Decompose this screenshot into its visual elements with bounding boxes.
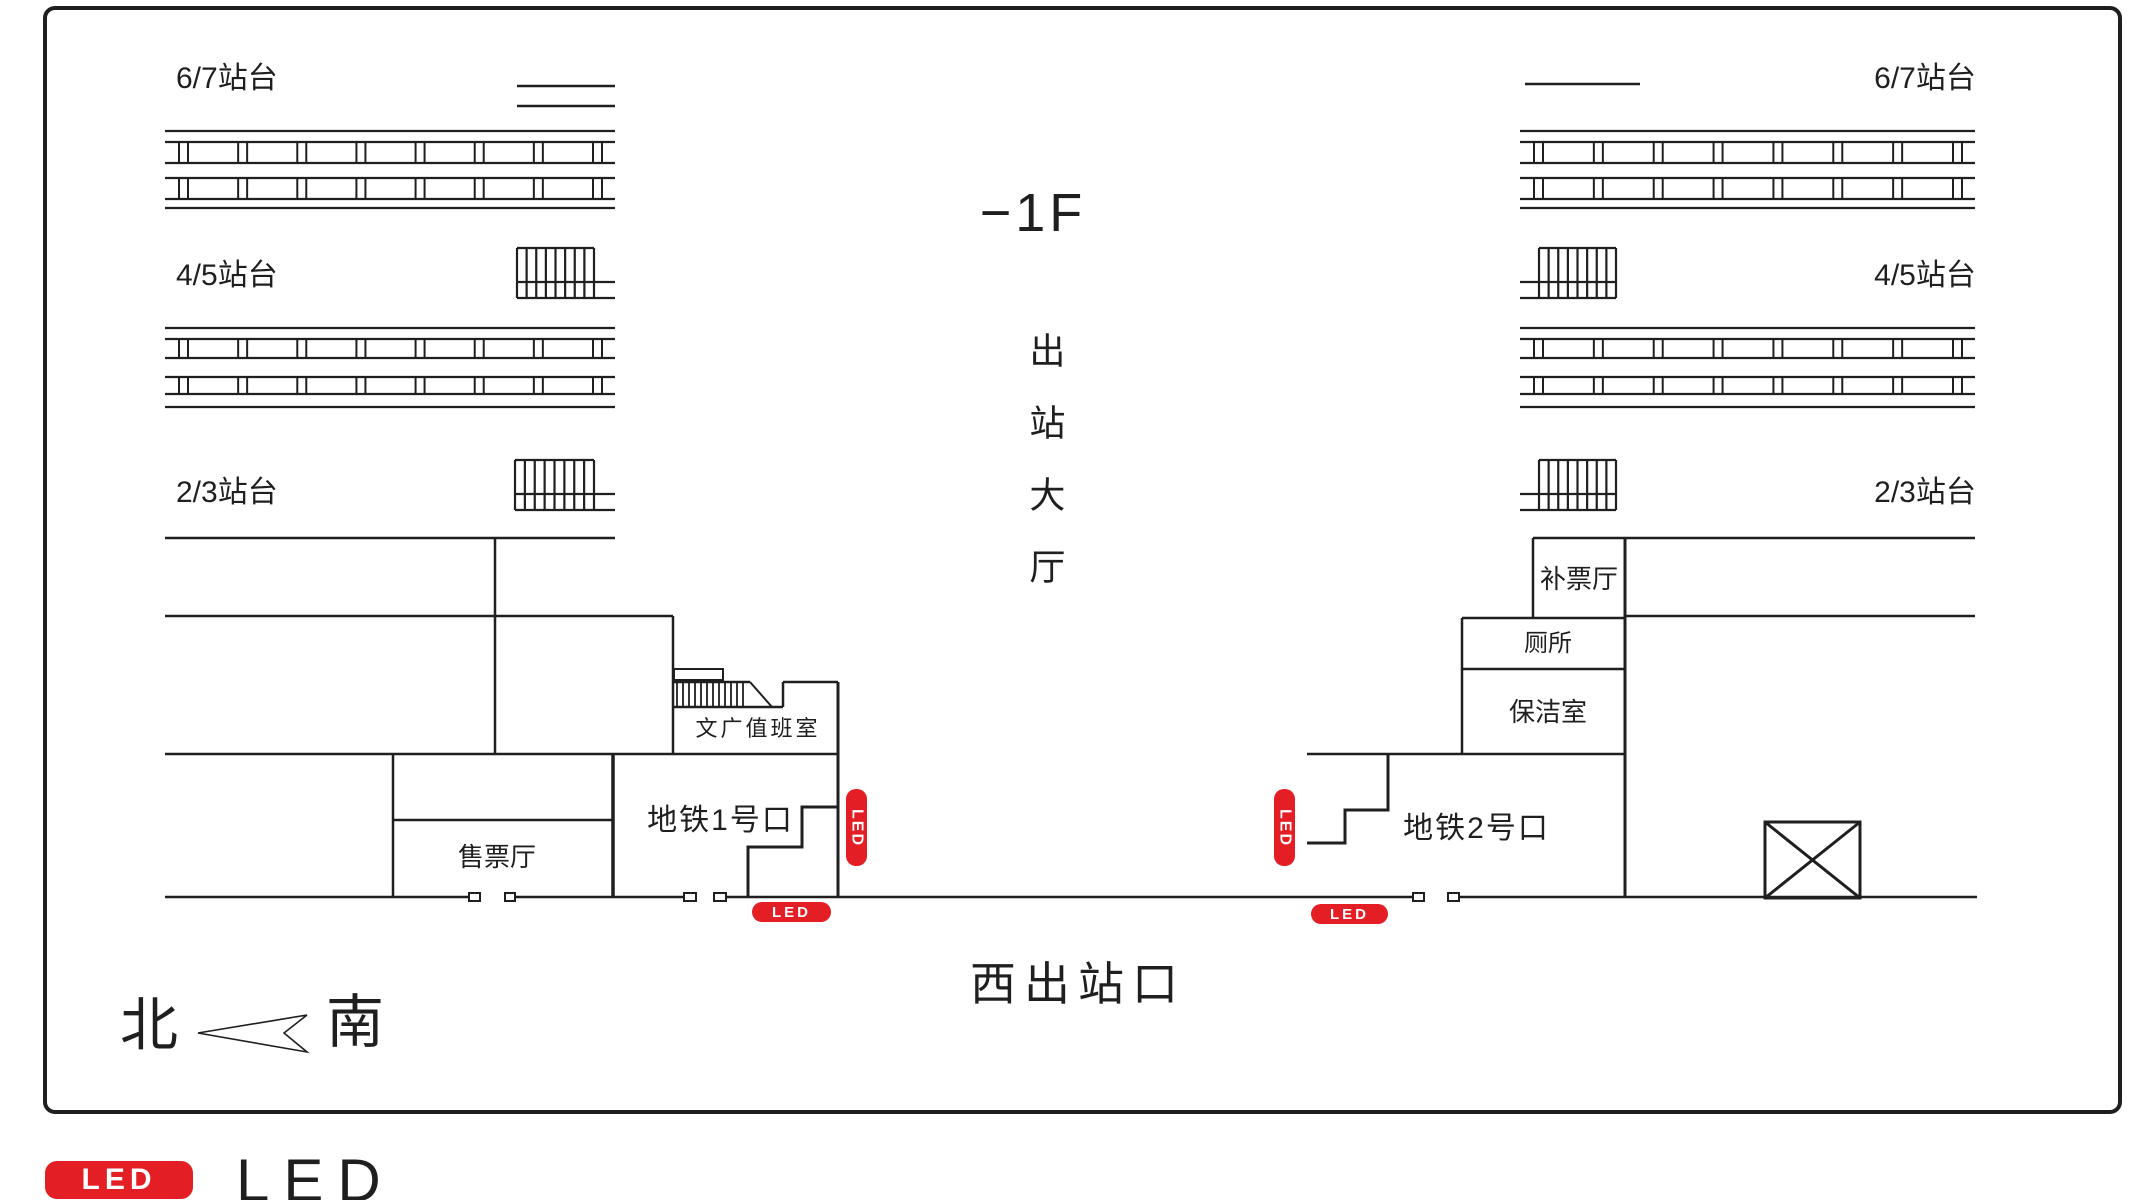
- led-badge-exit2-vertical: LED: [1274, 789, 1295, 866]
- compass-arrow-icon: [197, 1014, 310, 1054]
- platform-label-left-67: 6/7站台: [176, 62, 278, 95]
- ticket-hall-label: 售票厅: [457, 842, 536, 872]
- railway-track-icons: [165, 129, 1975, 409]
- led-badge-text: LED: [1330, 905, 1369, 923]
- led-badge-text: LED: [772, 903, 811, 921]
- compass-south-label: 南: [326, 990, 385, 1055]
- exit1-steps: [746, 805, 838, 897]
- west-exit-label: 西出站口: [970, 958, 1186, 1010]
- exit-hall-label: 出站大厅: [1024, 332, 1066, 620]
- platform-label-left-45: 4/5站台: [176, 259, 278, 292]
- compass-north-label: 北: [120, 993, 179, 1058]
- legend-led-badge: LED: [45, 1161, 193, 1199]
- floor-level-label: −1F: [979, 183, 1087, 243]
- legend-led-badge-text: LED: [81, 1163, 157, 1196]
- led-badge-exit1-horizontal: LED: [752, 902, 831, 922]
- toilet-label: 厕所: [1524, 630, 1572, 657]
- concourse-walls: [165, 536, 1977, 899]
- platform-label-left-23: 2/3站台: [176, 476, 278, 509]
- metro-exit1-label: 地铁1号口: [647, 804, 794, 837]
- duty-room-label: 文广值班室: [695, 716, 821, 741]
- metro-exit2-label: 地铁2号口: [1403, 812, 1550, 845]
- fare-adjustment-label: 补票厅: [1539, 564, 1618, 594]
- platform-label-right-67: 6/7站台: [1874, 62, 1976, 95]
- led-badge-exit2-horizontal: LED: [1311, 904, 1388, 924]
- led-badge-exit1-vertical: LED: [846, 789, 867, 866]
- led-badge-text: LED: [848, 808, 866, 847]
- led-badge-text: LED: [1276, 808, 1294, 847]
- door-markers: [468, 892, 1460, 902]
- entry-stair-hatch: [676, 682, 744, 707]
- cleaning-room-label: 保洁室: [1508, 697, 1587, 727]
- platform-marker-lines: [517, 82, 1640, 108]
- exit2-steps: [1307, 754, 1390, 845]
- kiosk-x-box-icon: [1763, 820, 1862, 900]
- outer-border: [43, 6, 2122, 1114]
- platform-label-right-23: 2/3站台: [1874, 476, 1976, 509]
- legend-led-label: LED: [236, 1147, 395, 1200]
- platform-label-right-45: 4/5站台: [1874, 259, 1976, 292]
- stairs-icons: [513, 246, 1618, 512]
